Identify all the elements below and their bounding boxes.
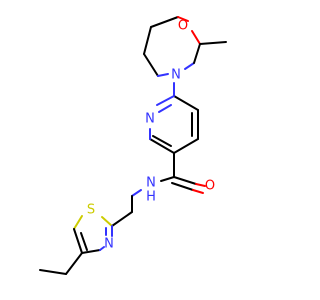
bond-ring-left-upper [143, 26, 152, 55]
atom-o-carbonyl: O [205, 179, 215, 194]
atom-h-amide: H [146, 190, 156, 205]
bond-ring-right [193, 43, 201, 64]
atom-o-ring: O [178, 19, 188, 34]
bond-pyr-3 [173, 138, 199, 154]
bond-ring-n-right [184, 62, 195, 70]
bond-pyr-4-double [152, 135, 172, 147]
atom-n-amide: N [146, 176, 156, 191]
structure-canvas: O N N O N H S N [39, 16, 227, 275]
bond-carbonyl-o-red [195, 183, 206, 187]
bond-n-ch2 [131, 189, 142, 197]
bond-ring-top [150, 16, 179, 28]
bond-carbonyl-o-double-red [192, 189, 204, 194]
bond-carbonyl-o [173, 176, 197, 185]
bond-ethyl-2 [39, 269, 67, 275]
molecule-drawing: O N N O N H S N [39, 16, 227, 275]
atom-s-thiazole: S [87, 203, 95, 218]
bond-thz-c5-c4-double [80, 232, 88, 251]
bond-carbonyl-n [160, 176, 175, 182]
atom-n-thiazole: N [104, 237, 114, 252]
bond-pyr-1 [173, 95, 199, 111]
bond-ethyl-1 [65, 252, 83, 275]
bond-thz-s-right [101, 216, 113, 227]
atom-n-ring: N [171, 68, 181, 83]
bond-ch2-thz [111, 211, 133, 227]
bond-methyl [199, 41, 227, 45]
bond-ring-n-left [157, 73, 169, 77]
bond-thz-c4-n [81, 249, 101, 254]
bond-carbonyl-o-double [171, 182, 194, 191]
bond-thz-n-c4 [99, 246, 105, 251]
bond-pyr-4 [149, 138, 175, 154]
bond-pyr-6-double [158, 104, 172, 113]
bond-thz-s-left [73, 215, 83, 230]
bond-pyr-6 [156, 95, 175, 106]
bond-thz-c5-c4 [73, 228, 83, 254]
bond-ring-o-right [191, 30, 201, 45]
atom-n-pyridine: N [145, 112, 155, 127]
bond-ring-left-lower [143, 53, 159, 77]
bond-ring-o-left [177, 16, 189, 22]
